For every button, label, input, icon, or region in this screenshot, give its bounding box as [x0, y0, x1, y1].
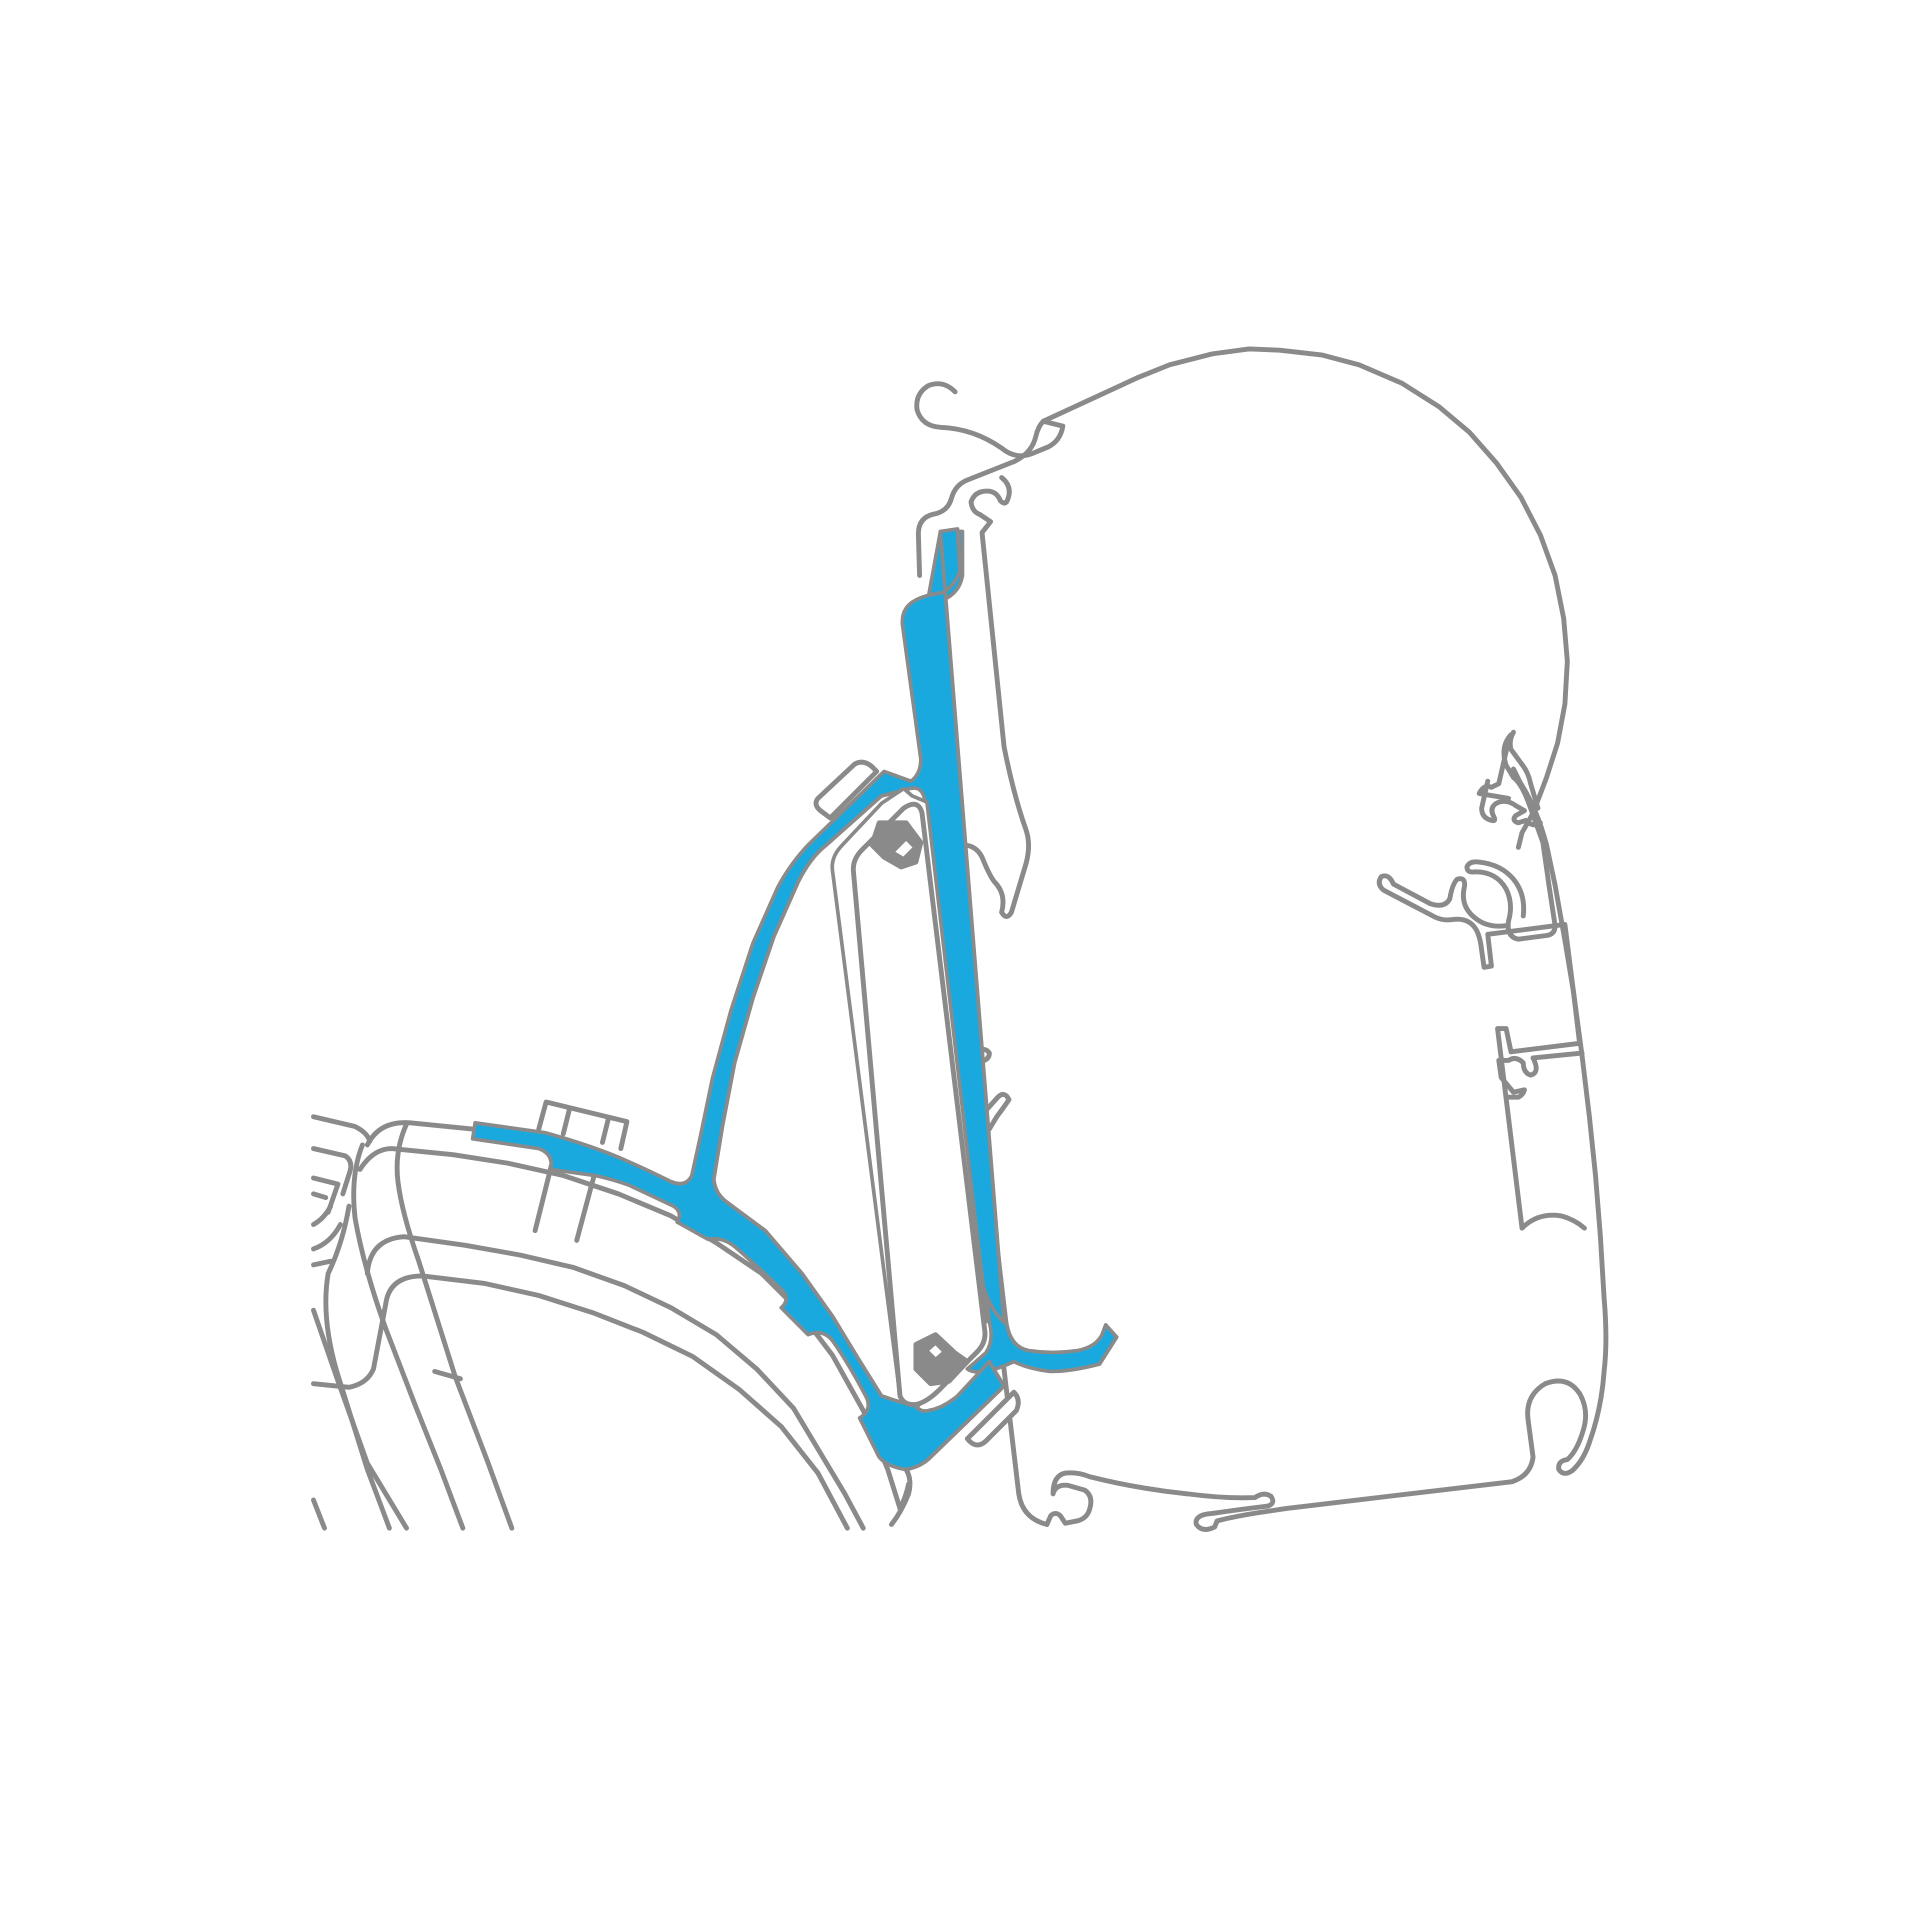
highlighted-adapter-bracket — [470, 527, 1119, 1472]
vehicle-roof-rail-outline — [311, 1099, 913, 1531]
awning-cassette-outline — [914, 346, 1609, 1532]
